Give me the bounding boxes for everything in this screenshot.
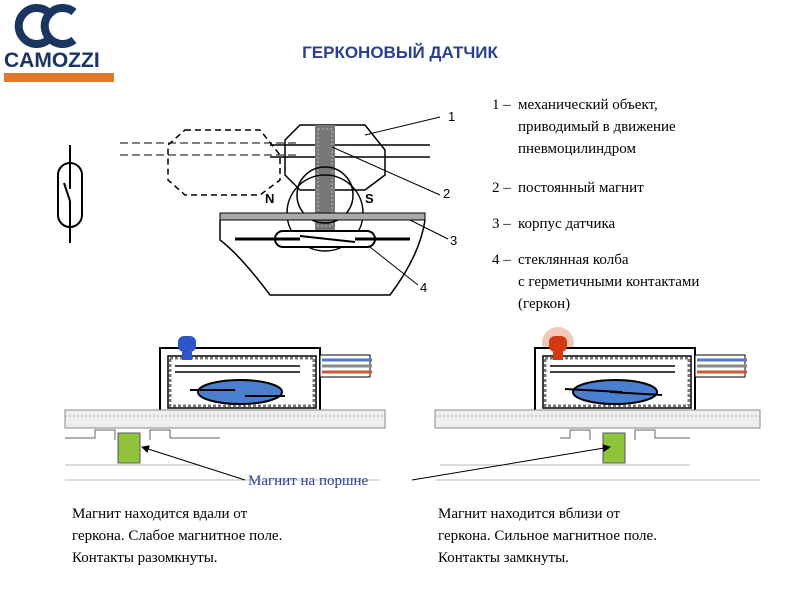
caption-line: Контакты разомкнуты. xyxy=(72,550,218,566)
legend-number: 2 – xyxy=(492,180,511,196)
legend-line: с герметичными контактами xyxy=(518,274,700,290)
legend-line: пневмоцилиндром xyxy=(518,141,636,157)
camozzi-logo-icon xyxy=(14,4,77,48)
diagram-label-1: 1 xyxy=(448,109,455,124)
legend-line: (геркон) xyxy=(518,296,571,312)
caption-line: Контакты замкнуты. xyxy=(438,550,569,566)
legend-line: стеклянная колба xyxy=(518,252,629,268)
caption-line: геркона. Сильное магнитное поле. xyxy=(438,528,657,544)
logo-underline xyxy=(4,73,114,82)
logo-wordmark: CAMOZZI xyxy=(4,49,100,72)
caption-closed-state: Магнит находится вблизи от геркона. Силь… xyxy=(438,503,768,569)
reed-capsule-open xyxy=(197,379,283,405)
legend-number: 3 – xyxy=(492,216,511,232)
legend-number: 1 – xyxy=(492,97,511,113)
pole-label-north: N xyxy=(265,191,274,206)
diagram-label-2: 2 xyxy=(443,186,450,201)
reed-switch-symbol-icon xyxy=(57,145,83,243)
led-red-icon xyxy=(549,336,567,352)
caption-line: Магнит находится вдали от xyxy=(72,506,248,522)
legend-line: приводимый в движение xyxy=(518,119,676,135)
caption-line: Магнит находится вблизи от xyxy=(438,506,621,522)
legend-line: механический объект, xyxy=(518,97,658,113)
magnet-on-piston-label: Магнит на поршне xyxy=(248,473,369,489)
diagram-label-3: 3 xyxy=(450,233,457,248)
legend-line: корпус датчика xyxy=(518,216,616,232)
diagram-label-4: 4 xyxy=(420,280,427,295)
legend-line: постоянный магнит xyxy=(518,180,644,196)
led-blue-icon xyxy=(178,336,196,352)
legend-number: 4 – xyxy=(492,252,511,268)
caption-line: геркона. Слабое магнитное поле. xyxy=(72,528,283,544)
piston-magnet-left xyxy=(117,432,141,464)
sensor-closed-state-illustration xyxy=(434,327,761,481)
caption-open-state: Магнит находится вдали от геркона. Слабо… xyxy=(72,503,402,569)
reed-sensor-schematic: N S 1 2 3 4 xyxy=(120,109,457,296)
pole-label-south: S xyxy=(365,191,374,206)
page-title: ГЕРКОНОВЫЙ ДАТЧИК xyxy=(302,43,498,62)
sensor-open-state-illustration xyxy=(64,336,386,481)
